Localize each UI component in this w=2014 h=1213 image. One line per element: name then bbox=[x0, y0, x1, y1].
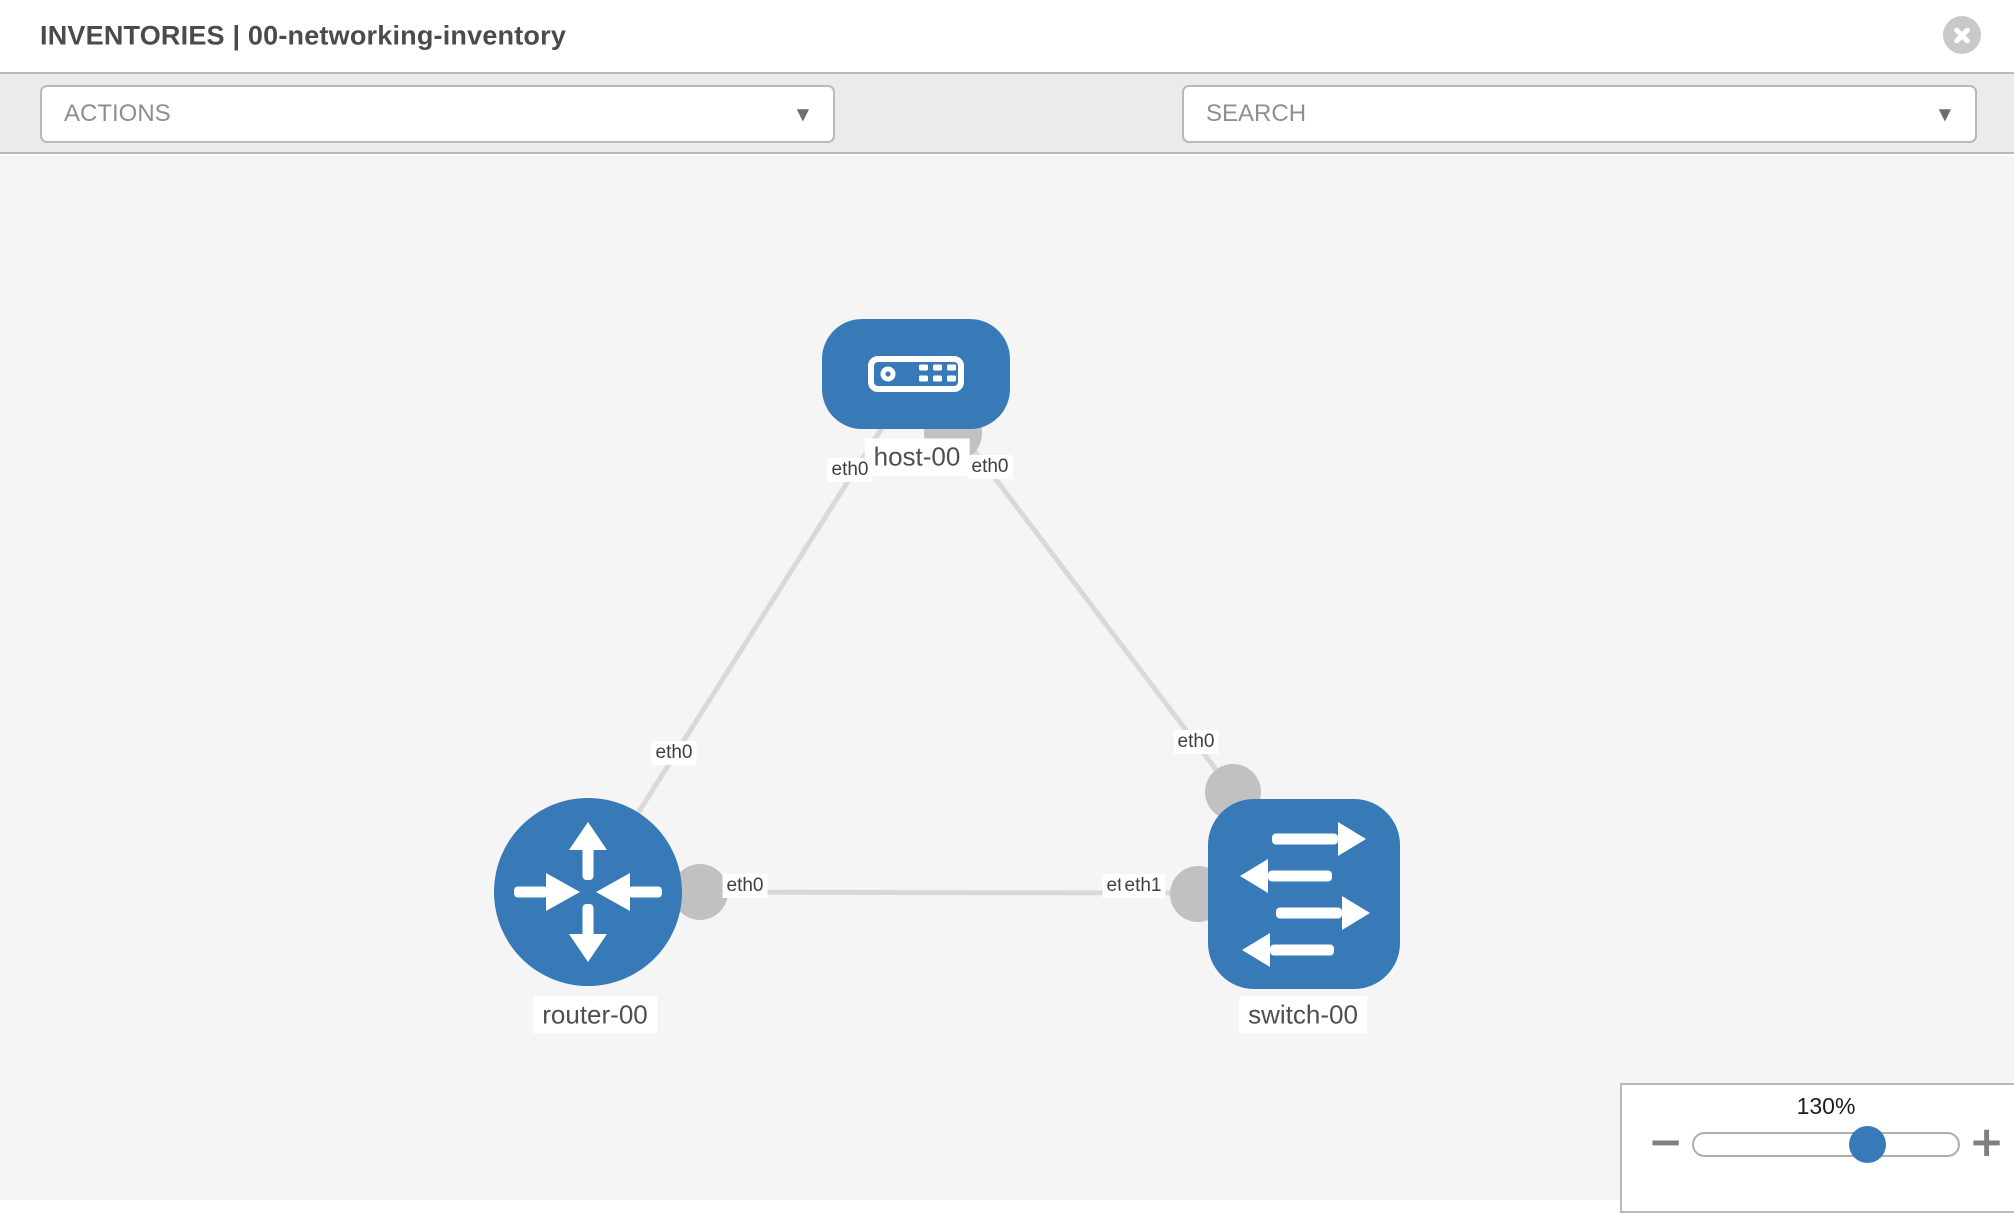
close-icon[interactable] bbox=[1943, 16, 1981, 54]
chevron-down-icon: ▼ bbox=[796, 104, 809, 124]
actions-dropdown[interactable]: ACTIONS ▼ bbox=[40, 85, 835, 143]
interface-label-switch-eth0: eth0 bbox=[1173, 730, 1219, 754]
header: INVENTORIES | 00-networking-inventory bbox=[0, 0, 2014, 72]
router-icon bbox=[514, 822, 662, 962]
zoom-slider[interactable] bbox=[1692, 1126, 1960, 1163]
node-label-router: router-00 bbox=[533, 996, 657, 1034]
node-label-host: host-00 bbox=[864, 438, 970, 476]
topology-canvas[interactable]: host-00 router-00 switch-00 eth0 eth0 et… bbox=[0, 156, 2014, 1200]
interface-label-router-eth0: eth0 bbox=[722, 874, 768, 898]
interface-label-host-eth0-left: eth0 bbox=[827, 458, 873, 482]
interface-label-switch-eth1: eth1 bbox=[1120, 874, 1166, 898]
page-title: INVENTORIES | 00-networking-inventory bbox=[40, 20, 567, 51]
zoom-slider-handle[interactable] bbox=[1849, 1126, 1886, 1163]
search-dropdown-label: SEARCH bbox=[1206, 100, 1307, 127]
interface-circle-router-eth0 bbox=[672, 864, 728, 920]
zoom-panel: 130% − + bbox=[1620, 1083, 2014, 1213]
switch-icon bbox=[1240, 822, 1370, 967]
interface-label-router-eth0-up: eth0 bbox=[651, 741, 697, 765]
node-label-switch: switch-00 bbox=[1239, 996, 1367, 1034]
actions-dropdown-label: ACTIONS bbox=[64, 100, 171, 127]
zoom-in-button[interactable]: + bbox=[1969, 1117, 2005, 1166]
interface-label-host-eth0-right: eth0 bbox=[967, 455, 1013, 479]
zoom-out-button[interactable]: − bbox=[1648, 1117, 1684, 1166]
interface-circles bbox=[672, 404, 1261, 922]
chevron-down-icon: ▼ bbox=[1938, 104, 1951, 124]
toolbar: ACTIONS ▼ SEARCH ▼ bbox=[0, 72, 2014, 203]
host-icon bbox=[868, 356, 964, 392]
node-router[interactable] bbox=[494, 798, 682, 986]
node-host[interactable] bbox=[822, 319, 1010, 429]
search-dropdown[interactable]: SEARCH ▼ bbox=[1182, 85, 1977, 143]
zoom-level: 130% bbox=[1796, 1093, 1856, 1119]
node-switch[interactable] bbox=[1208, 799, 1400, 989]
